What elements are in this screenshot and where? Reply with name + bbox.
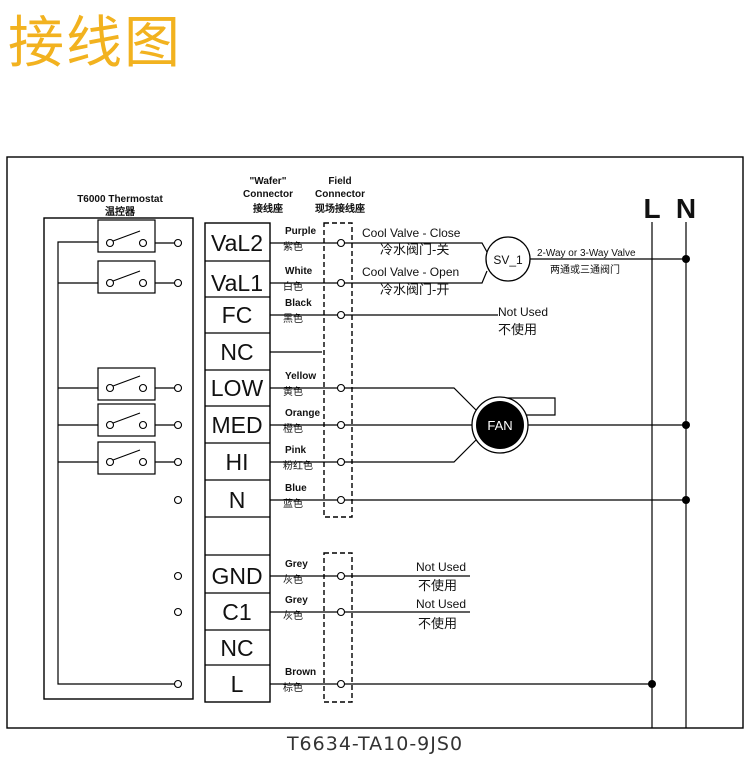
wire-color-label: Brown xyxy=(285,667,316,678)
thermostat-title: T6000 Thermostat xyxy=(77,194,163,205)
relay-switch xyxy=(105,270,148,288)
wire-color-label: Pink xyxy=(285,445,307,456)
thermostat-terminal xyxy=(173,571,183,581)
field-terminal xyxy=(336,679,346,689)
field-terminal xyxy=(336,495,346,505)
wire-color-label-cn: 棕色 xyxy=(283,681,303,694)
field-terminal xyxy=(336,383,346,393)
field-title-1: Field xyxy=(328,176,351,187)
valve-open-label-cn: 冷水阀门-开 xyxy=(380,282,449,297)
valve-open-label: Cool Valve - Open xyxy=(362,265,459,279)
model-number: T6634-TA10-9JS0 xyxy=(286,733,464,755)
valve-close-label-cn: 冷水阀门-关 xyxy=(380,242,449,257)
terminal-nc-label: NC xyxy=(220,339,253,365)
thermostat-terminal xyxy=(173,495,183,505)
fan-label: FAN xyxy=(487,418,512,433)
valve-sv1-symbol xyxy=(485,236,531,282)
gnd-not-used-label: Not Used xyxy=(416,560,466,574)
field-terminal xyxy=(336,420,346,430)
wire-color-label: Purple xyxy=(285,226,317,237)
junction-dots xyxy=(648,255,690,688)
wire-color-label-cn: 蓝色 xyxy=(283,497,303,510)
terminal-l-label: L xyxy=(231,671,244,697)
wire-color-label-cn: 橙色 xyxy=(283,422,303,435)
wire-color-label-cn: 灰色 xyxy=(283,573,303,586)
wire-color-label-cn: 白色 xyxy=(283,280,303,293)
valve-type-label-cn: 两通或三通阀门 xyxy=(550,263,620,276)
field-terminal xyxy=(336,457,346,467)
field-terminal xyxy=(336,571,346,581)
fc-not-used-label-cn: 不使用 xyxy=(498,322,537,337)
thermostat-terminal xyxy=(173,457,183,467)
thermostat-terminal xyxy=(173,679,183,689)
wire-color-label: Grey xyxy=(285,559,308,570)
terminal-c1-label: C1 xyxy=(222,599,251,625)
terminal-val2-label: VaL2 xyxy=(211,230,263,256)
fan-symbol xyxy=(476,401,524,449)
fc-not-used-label: Not Used xyxy=(498,305,548,319)
terminal-val1-label: VaL1 xyxy=(211,270,263,296)
wafer-title-2: Connector xyxy=(243,189,293,200)
field-terminal xyxy=(336,607,346,617)
valve-sv1-label: SV_1 xyxy=(493,253,523,267)
wire-color-label: Grey xyxy=(285,595,308,606)
thermostat-terminal xyxy=(173,420,183,430)
thermostat-box xyxy=(43,217,194,700)
field-wiring xyxy=(270,222,687,728)
wire-color-label: Yellow xyxy=(285,371,316,382)
valve-close-label: Cool Valve - Close xyxy=(362,226,461,240)
field-terminal xyxy=(336,278,346,288)
wire-color-label: Blue xyxy=(285,483,307,494)
terminal-fc-label: FC xyxy=(222,302,253,328)
terminal-nc-label: NC xyxy=(220,635,253,661)
field-connector-upper xyxy=(323,222,353,518)
line-n-label: N xyxy=(676,193,696,224)
wafer-title-cn: 接线座 xyxy=(253,202,283,215)
thermostat-terminal xyxy=(173,278,183,288)
gnd-not-used-label-cn: 不使用 xyxy=(418,578,457,593)
diagram-frame xyxy=(6,156,744,729)
relay-switch xyxy=(105,412,148,430)
thermostat-terminal xyxy=(173,238,183,248)
c1-not-used-label-cn: 不使用 xyxy=(418,616,457,631)
thermostat-internals xyxy=(57,219,175,685)
wire-color-label-cn: 黄色 xyxy=(283,385,303,398)
terminal-low-label: LOW xyxy=(211,375,264,401)
field-terminal xyxy=(336,310,346,320)
page-title: 接线图 xyxy=(8,11,182,76)
thermostat-title-cn: 温控器 xyxy=(105,205,136,218)
wire-color-label-cn: 灰色 xyxy=(283,609,303,622)
field-title-2: Connector xyxy=(315,189,365,200)
wire-color-label-cn: 粉红色 xyxy=(283,459,313,472)
wire-color-label: White xyxy=(285,266,313,277)
valve-type-label: 2-Way or 3-Way Valve xyxy=(537,248,636,259)
field-title-cn: 现场接线座 xyxy=(315,202,365,215)
line-l-label: L xyxy=(643,193,660,224)
terminal-med-label: MED xyxy=(211,412,262,438)
wafer-title-1: "Wafer" xyxy=(250,176,287,187)
relay-switch xyxy=(105,230,148,248)
relay-switch xyxy=(105,449,148,467)
wire-color-label: Orange xyxy=(285,408,320,419)
wire-color-label-cn: 黑色 xyxy=(283,312,303,325)
wire-color-label-cn: 紫色 xyxy=(283,240,303,253)
terminal-gnd-label: GND xyxy=(211,563,262,589)
field-terminal xyxy=(336,238,346,248)
terminal-hi-label: HI xyxy=(226,449,249,475)
terminal-n-label: N xyxy=(229,487,246,513)
relay-switch xyxy=(105,375,148,393)
thermostat-terminal xyxy=(173,607,183,617)
thermostat-terminal xyxy=(173,383,183,393)
c1-not-used-label: Not Used xyxy=(416,597,466,611)
wire-color-label: Black xyxy=(285,298,312,309)
